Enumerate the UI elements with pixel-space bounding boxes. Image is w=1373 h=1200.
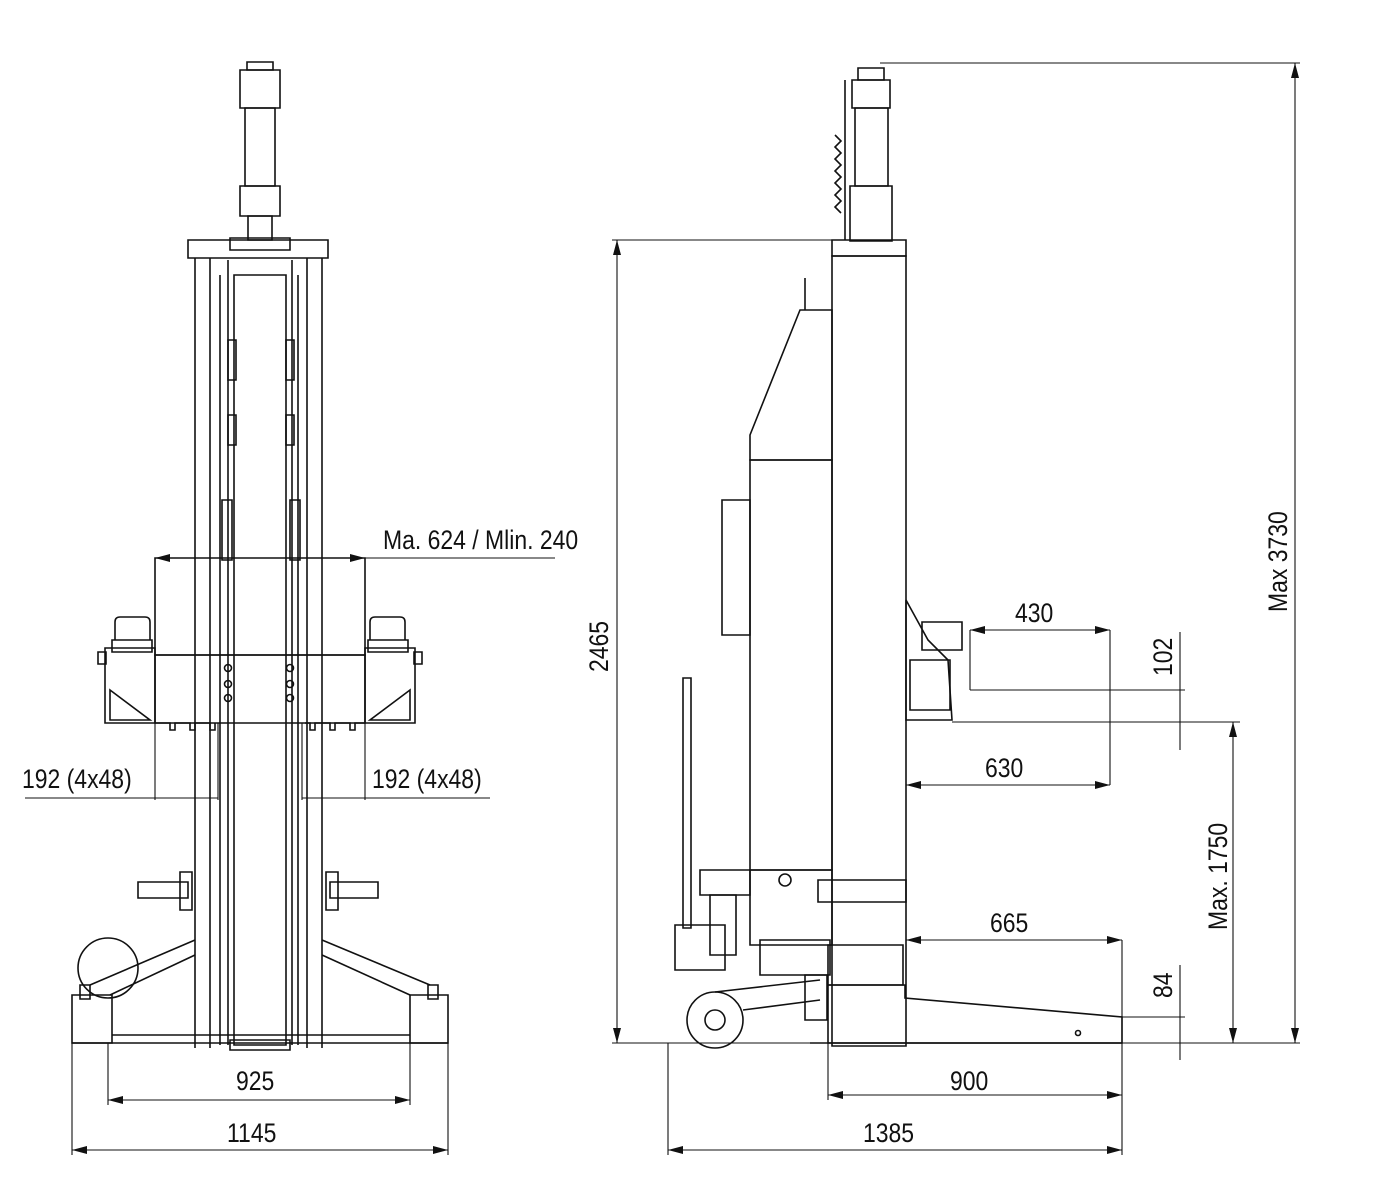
dim-pad-height-label: 102 bbox=[1148, 637, 1178, 676]
dim-right-fork-label: 192 (4x48) bbox=[372, 764, 482, 794]
dim-foot-reach-label: 665 bbox=[990, 908, 1029, 938]
dim-height-column-label: 2465 bbox=[584, 620, 614, 672]
dim-total-base-label: 1145 bbox=[227, 1118, 277, 1148]
side-view-dimensions bbox=[612, 63, 1300, 1155]
dim-total-length-label: 1385 bbox=[863, 1118, 915, 1148]
dim-foot-height-label: 84 bbox=[1148, 972, 1178, 998]
dim-max-lift-label: Max. 1750 bbox=[1203, 822, 1233, 930]
dimension-arrows bbox=[72, 63, 1299, 1154]
dim-width-range-label: Ma. 624 / Mlin. 240 bbox=[383, 525, 579, 555]
dim-pad-reach-label: 630 bbox=[985, 753, 1024, 783]
dim-foot-length-label: 900 bbox=[950, 1066, 989, 1096]
front-view-lift bbox=[72, 62, 448, 1050]
side-view-lift bbox=[675, 68, 1122, 1048]
dim-pad-length-label: 430 bbox=[1015, 598, 1054, 628]
dim-max-height-label: Max 3730 bbox=[1263, 511, 1293, 612]
dim-left-fork-label: 192 (4x48) bbox=[22, 764, 132, 794]
dim-inner-base-label: 925 bbox=[236, 1066, 275, 1096]
